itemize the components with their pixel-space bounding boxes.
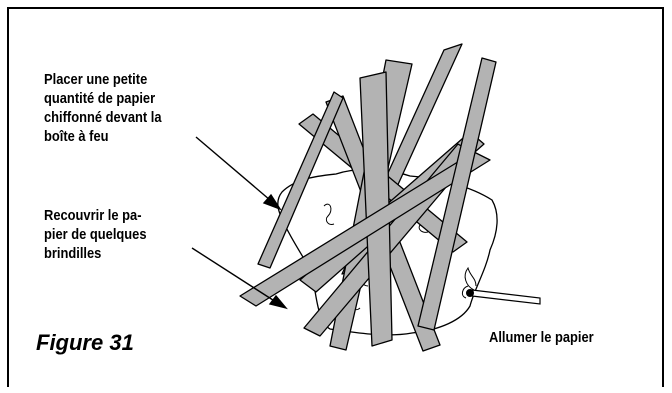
label-line: pier de quelques	[44, 225, 220, 244]
label-line: chiffonné devant la	[44, 108, 220, 127]
twigs-label: Recouvrir le pa- pier de quelques brindi…	[44, 206, 220, 263]
label-line: Placer une petite	[44, 70, 220, 89]
label-line: quantité de papier	[44, 89, 220, 108]
label-line: boîte à feu	[44, 127, 220, 146]
figure-caption: Figure 31	[36, 330, 134, 356]
label-line: Recouvrir le pa-	[44, 206, 220, 225]
arrowhead	[270, 296, 286, 308]
light-paper-label: Allumer le papier	[489, 328, 594, 347]
paper-placement-label: Placer une petite quantité de papier chi…	[44, 70, 220, 146]
label-line: brindilles	[44, 244, 220, 263]
